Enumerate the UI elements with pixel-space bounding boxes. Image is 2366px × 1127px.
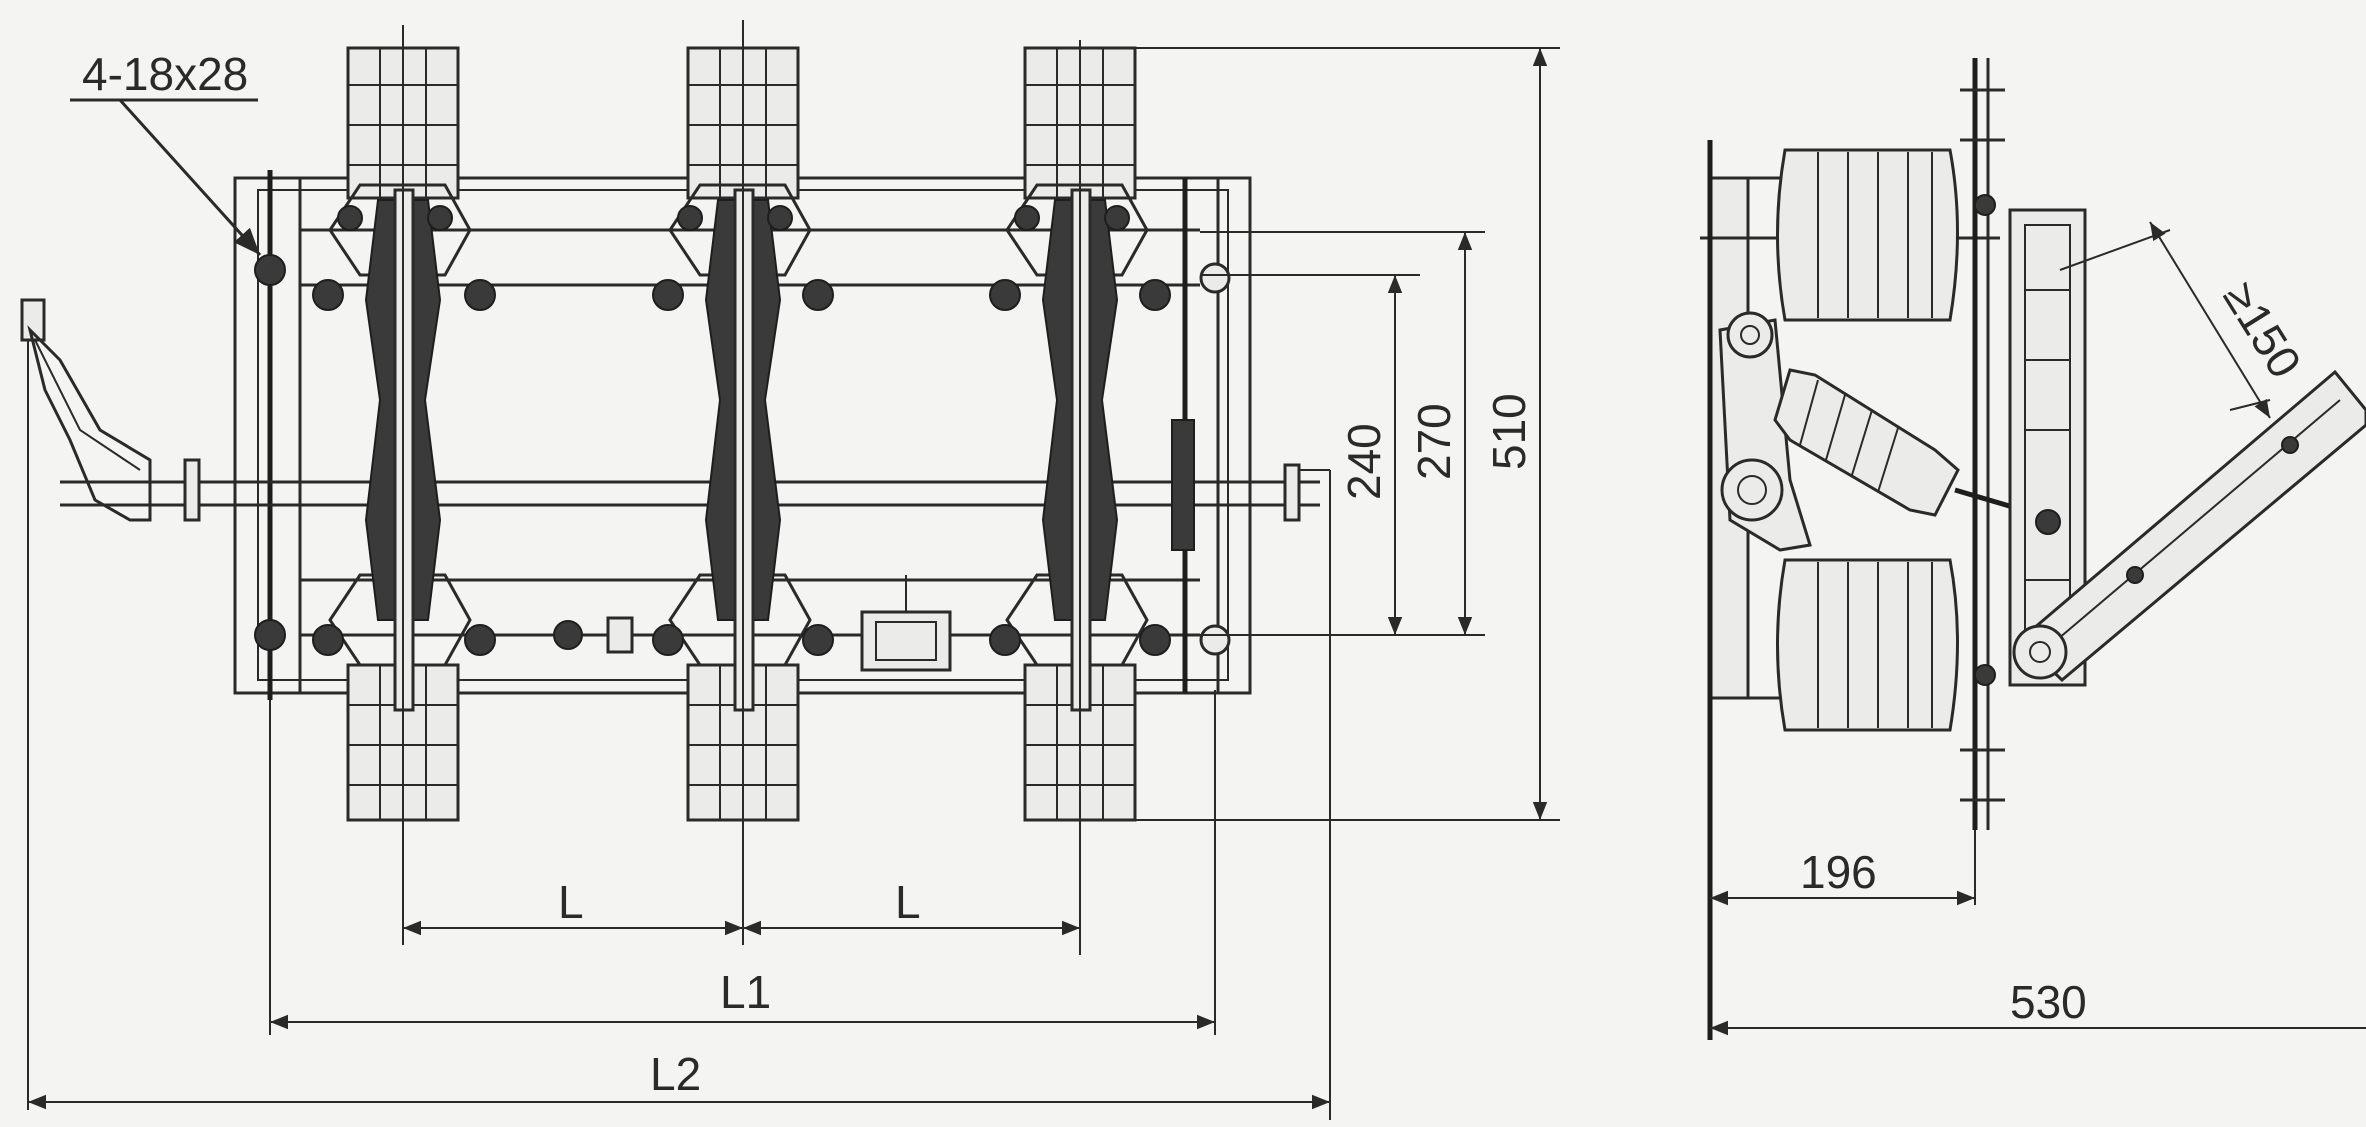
- side-view: [1700, 58, 2366, 1040]
- front-view: [20, 20, 1560, 1120]
- mounting-hole: [254, 254, 1231, 656]
- open-blade: [2012, 369, 2366, 683]
- dim-L2: L2: [650, 1048, 701, 1100]
- upper-insulator: [1776, 148, 1959, 322]
- dim-L-left: L: [558, 876, 584, 928]
- hole-spec-callout: 4-18x28: [70, 48, 262, 257]
- dim-L-right: L: [895, 876, 921, 928]
- lower-insulator: [1776, 558, 1959, 732]
- dim-196: 196: [1800, 846, 1877, 898]
- mechanism-arm: [1718, 311, 1812, 552]
- dim-530: 530: [2010, 976, 2087, 1028]
- dim-510: 510: [1483, 393, 1535, 470]
- dim-L1: L1: [720, 966, 771, 1018]
- dim-150: ≥150: [2214, 273, 2312, 387]
- operating-shaft: [60, 419, 1331, 551]
- front-dimensions: L L L1 L2 240 270 510: [28, 48, 1548, 1110]
- diagonal-insulator: [1773, 368, 2041, 518]
- dim-270: 270: [1408, 403, 1460, 480]
- operating-handle: [20, 298, 152, 522]
- dim-240: 240: [1338, 423, 1390, 500]
- hole-spec-label: 4-18x28: [82, 48, 248, 100]
